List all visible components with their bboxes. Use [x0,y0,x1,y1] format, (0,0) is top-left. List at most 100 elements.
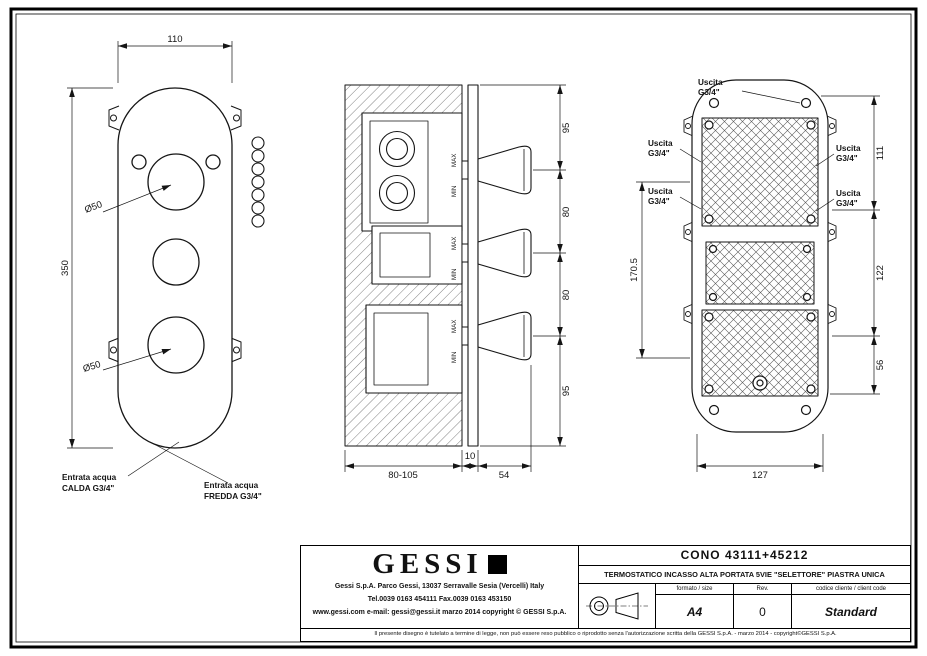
outlet-left-lower-label-1: Uscita [648,187,673,196]
front-plate-outline [117,87,233,449]
dia-bottom-label: Ø50 [82,359,102,375]
projection-symbol-cell [579,584,656,628]
dim-seg2-label: 80 [561,207,572,218]
format-value: A4 [686,604,703,619]
inlet-cold-label-1: Entrata acqua [204,481,259,490]
section-min-max-labels: MAX MIN MAX MIN MAX MIN [451,154,458,363]
revision-label: Rev. [734,584,791,595]
client-code-cell: codice cliente / client code Standard [792,584,910,628]
front-plate-ears [108,105,242,363]
revision-value: 0 [759,604,766,619]
outlet-right-upper-label-2: G3/4" [836,154,858,163]
leader-outlet-right-lower [815,198,835,212]
drawing-info-panel: CONO 43111+45212 TERMOSTATICO INCASSO AL… [579,546,910,628]
front-screw-hole-left [131,154,147,170]
company-panel: GESSI Gessi S.p.A. Parco Gessi, 13037 Se… [301,546,579,628]
company-web-copyright: www.gessi.com e-mail: gessi@gessi.it mar… [312,608,567,616]
leader-hot-inlet [127,441,180,477]
dim-170-label: 170.5 [629,258,640,282]
outlet-left-upper-label-2: G3/4" [648,149,670,158]
min-label: MIN [451,352,458,363]
revision-cell: Rev. 0 [734,584,792,628]
copyright-disclaimer: Il presente disegno è tutelato a termine… [301,628,910,641]
dia-top-label: Ø50 [83,199,104,216]
dim-depth-label: 80-105 [388,470,418,481]
inlet-hot-label-2: CALDA G3/4" [62,484,114,493]
leader-outlet-left-upper [679,148,702,163]
back-screw-hole [708,404,720,416]
dim-111-label: 111 [875,146,886,160]
plate-section [467,84,479,447]
back-screw-hole [800,404,812,416]
front-indicator-dots [251,136,265,228]
front-view-texts: 110 350 Ø50 Ø50 Entrata acqua CALDA G3/4… [60,34,262,501]
dim-handle-label: 54 [499,470,510,481]
company-address: Gessi S.p.A. Parco Gessi, 13037 Serraval… [334,583,545,590]
section-dimension-texts: 95 80 80 95 80-105 10 54 [388,123,572,481]
outlet-left-lower-label-2: G3/4" [648,197,670,206]
back-box-ears [683,115,837,325]
product-description: TERMOSTATICO INCASSO ALTA PORTATA 5VIE "… [579,566,910,584]
leader-cold-inlet [149,441,229,484]
handle-top [477,145,532,195]
outlet-top-label-1: Uscita [698,78,723,87]
gessi-logo-text: GESSI [372,547,483,580]
outlet-right-lower-label-1: Uscita [836,189,861,198]
back-view [683,79,837,433]
front-knob-bottom [147,316,205,374]
page-border-inner [15,13,912,643]
handle-middle [477,228,532,278]
dim-height-label: 350 [60,260,71,276]
back-view-texts: Uscita G3/4" Uscita G3/4" Uscita G3/4" U… [629,78,886,481]
dim-127-label: 127 [752,470,768,481]
leader-outlet-left-lower [679,196,702,210]
dim-seg1-label: 95 [561,123,572,134]
company-phone: Tel.0039 0163 454111 Fax.0039 0163 45315… [367,595,512,603]
back-dimensions [636,90,880,472]
page-border-outer [9,7,918,649]
back-screw-hole [708,97,720,109]
outlet-right-lower-label-2: G3/4" [836,199,858,208]
gessi-logo-mark [487,554,507,574]
max-label: MAX [451,237,458,250]
inlet-cold-label-2: FREDDA G3/4" [204,492,262,501]
leader-outlet-right-upper [815,153,835,167]
title-block-grid: formato / size A4 Rev. 0 codice cliente … [579,584,910,628]
leader-outlet-top [741,90,801,104]
outlet-top-label-2: G3/4" [698,88,720,97]
back-screw-hole [800,97,812,109]
dim-width-label: 110 [167,34,182,45]
outlet-left-upper-label-1: Uscita [648,139,673,148]
front-knob-middle [152,238,200,286]
format-cell: formato / size A4 [656,584,734,628]
section-dimensions [344,84,566,472]
max-label: MAX [451,154,458,167]
back-panel-middle [705,241,815,305]
handle-bottom [477,311,532,361]
front-view-dimensions [67,41,233,484]
client-code-value: Standard [824,604,877,619]
product-code: CONO 43111+45212 [579,546,910,566]
max-label: MAX [451,320,458,333]
front-knob-top [147,153,205,211]
gessi-logo: GESSI [372,547,507,581]
min-label: MIN [451,186,458,197]
dim-122-label: 122 [875,265,886,281]
client-code-label: codice cliente / client code [792,584,910,595]
dim-56-label: 56 [875,360,886,371]
front-screw-hole-right [205,154,221,170]
title-block: GESSI Gessi S.p.A. Parco Gessi, 13037 Se… [300,545,911,642]
title-block-main: GESSI Gessi S.p.A. Parco Gessi, 13037 Se… [301,546,910,628]
min-label: MIN [451,269,458,280]
section-view [344,84,532,447]
inlet-hot-label-1: Entrata acqua [62,473,117,482]
back-panel-top [701,117,819,227]
format-label: formato / size [656,584,733,595]
dim-seg3-label: 80 [561,290,572,301]
front-view [108,87,265,449]
projection-symbol-icon [586,592,648,620]
dim-plate-label: 10 [465,451,476,462]
outlet-right-upper-label-1: Uscita [836,144,861,153]
